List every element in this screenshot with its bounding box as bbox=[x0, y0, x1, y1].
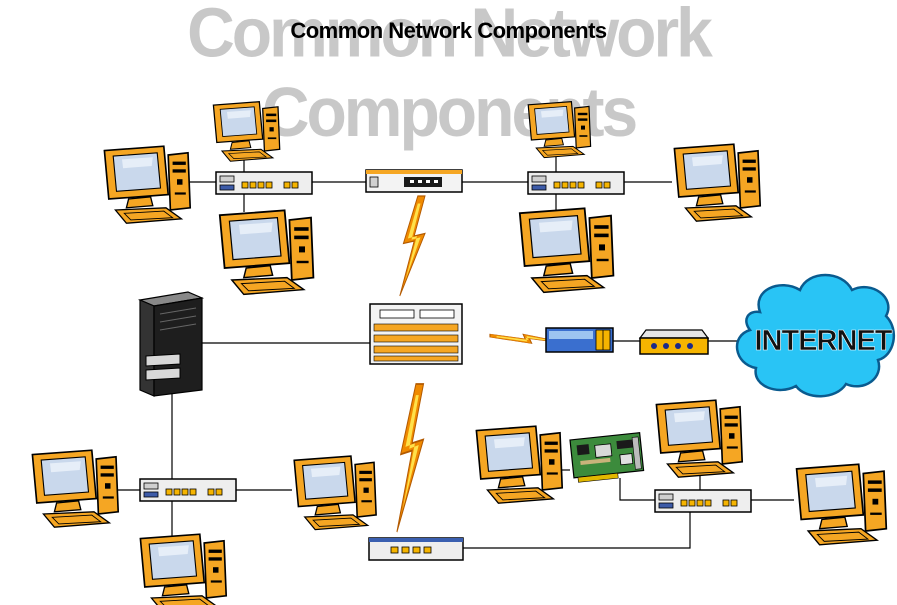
csu-dsu-icon bbox=[545, 327, 614, 353]
bridge-icon bbox=[365, 169, 463, 193]
desktop-computer-icon bbox=[139, 533, 228, 605]
network-interface-card-icon bbox=[569, 432, 645, 483]
lightning-wireless-link-icon bbox=[395, 383, 425, 533]
desktop-computer-icon bbox=[475, 425, 564, 505]
internet-cloud-label: INTERNET bbox=[755, 325, 893, 357]
connection-lines bbox=[110, 148, 794, 549]
desktop-computer-icon bbox=[218, 209, 315, 296]
desktop-computer-icon bbox=[795, 463, 888, 546]
desktop-computer-icon bbox=[31, 449, 120, 529]
router-icon bbox=[368, 537, 464, 561]
internet-cloud-icon bbox=[735, 273, 896, 398]
desktop-computer-icon bbox=[655, 399, 744, 479]
network-hub-icon bbox=[139, 478, 237, 502]
desktop-computer-icon bbox=[293, 455, 377, 531]
modem-icon bbox=[638, 329, 710, 355]
server-tower-icon bbox=[137, 291, 205, 397]
desktop-computer-icon bbox=[527, 100, 592, 159]
desktop-computer-icon bbox=[212, 101, 281, 162]
desktop-computer-icon bbox=[103, 145, 192, 225]
desktop-computer-icon bbox=[673, 143, 762, 223]
router-icon bbox=[369, 303, 463, 365]
desktop-computer-icon bbox=[518, 207, 615, 294]
network-hub-icon bbox=[215, 171, 313, 195]
network-hub-icon bbox=[654, 489, 752, 513]
lightning-wireless-link-icon bbox=[399, 195, 426, 297]
network-hub-icon bbox=[527, 171, 625, 195]
page-title: Common Network Components bbox=[290, 18, 607, 43]
